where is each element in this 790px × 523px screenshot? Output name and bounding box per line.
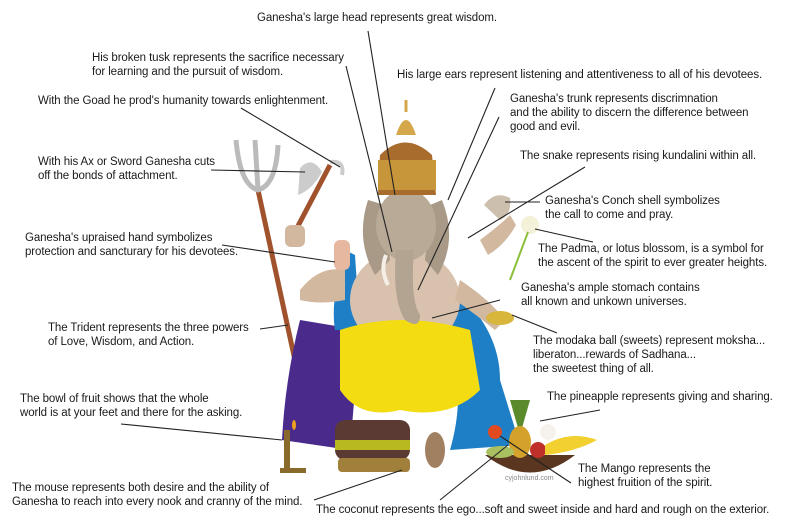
- label-line: The pineapple represents giving and shar…: [547, 391, 773, 403]
- line-mouse: [313, 469, 403, 501]
- line-tusk: [345, 65, 393, 253]
- line-hand: [221, 244, 336, 263]
- label-tusk: His broken tusk represents the sacrifice…: [92, 51, 344, 79]
- label-line: the sweetest thing of all.: [533, 363, 654, 375]
- conch-shell: [484, 195, 511, 220]
- label-snake: The snake represents rising kundalini wi…: [520, 149, 756, 163]
- label-line: The modaka ball (sweets) represent moksh…: [533, 335, 766, 347]
- label-line: The snake represents rising kundalini wi…: [520, 150, 757, 162]
- line-head: [367, 30, 396, 196]
- modaka-bowl: [486, 311, 514, 325]
- label-line: With his Ax or Sword Ganesha cuts: [38, 156, 215, 168]
- label-modaka: The modaka ball (sweets) represent moksh…: [533, 334, 765, 376]
- label-line: off the bonds of attachment.: [38, 170, 178, 182]
- label-line: Ganesha's large head represents great wi…: [257, 12, 497, 24]
- label-line: The coconut represents the ego...soft an…: [316, 504, 770, 516]
- leader-lines: [120, 30, 601, 501]
- label-goad: With the Goad he prod's humanity towards…: [38, 94, 328, 108]
- label-line: Ganesha's Conch shell symbolizes: [545, 195, 720, 207]
- line-trident: [259, 324, 289, 330]
- label-line: liberaton...rewards of Sadhana...: [533, 349, 696, 361]
- oil-lamp: [280, 420, 306, 473]
- label-line: The Trident represents the three powers: [48, 322, 249, 334]
- label-coconut: The coconut represents the ego...soft an…: [316, 503, 769, 517]
- label-line: With the Goad he prod's humanity towards…: [38, 95, 329, 107]
- line-trunk: [417, 116, 500, 291]
- label-padma: The Padma, or lotus blossom, is a symbol…: [538, 242, 767, 270]
- watermark: cyjohnlund.com: [505, 475, 554, 482]
- label-head: Ganesha's large head represents great wi…: [257, 11, 497, 25]
- blue-sari: [333, 250, 520, 450]
- label-line: Ganesha to reach into every nook and cra…: [12, 496, 303, 508]
- label-mango: The Mango represents the highest fruition…: [578, 462, 712, 490]
- label-line: The bowl of fruit shows that the whole: [20, 393, 209, 405]
- label-line: the ascent of the spirit to ever greater…: [538, 257, 768, 269]
- line-bowl: [120, 423, 283, 441]
- label-line: of Love, Wisdom, and Action.: [48, 336, 195, 348]
- label-line: protection and sancturary for his devote…: [25, 246, 239, 258]
- label-line: good and evil.: [510, 121, 581, 133]
- seat: [335, 420, 410, 472]
- label-stomach: Ganesha's ample stomach contains all know…: [521, 281, 700, 309]
- lotus-blossom: [521, 216, 539, 234]
- label-line: The mouse represents both desire and the…: [12, 482, 269, 494]
- line-stomach: [431, 299, 501, 319]
- label-line: Ganesha's trunk represents discrimnation: [510, 93, 718, 105]
- label-pineapple: The pineapple represents giving and shar…: [547, 390, 773, 404]
- line-mango: [499, 435, 572, 484]
- label-line: highest fruition of the spirit.: [578, 477, 713, 489]
- label-line: Ganesha's ample stomach contains: [521, 282, 700, 294]
- label-line: and the ability to discern the differenc…: [510, 107, 749, 119]
- label-line: His large ears represent listening and a…: [397, 69, 763, 81]
- label-line: His broken tusk represents the sacrifice…: [92, 52, 344, 64]
- label-trident: The Trident represents the three powers o…: [48, 321, 249, 349]
- label-mouse: The mouse represents both desire and the…: [12, 481, 302, 509]
- label-line: for learning and the pursuit of wisdom.: [92, 66, 284, 78]
- line-modaka: [511, 314, 558, 334]
- fruit-bowl: [485, 400, 597, 473]
- trident-illustration: [233, 139, 299, 366]
- label-trunk: Ganesha's trunk represents discrimnation…: [510, 92, 749, 134]
- line-pineapple: [539, 409, 601, 422]
- ganesha-figure: [285, 100, 516, 413]
- label-line: all known and unkown universes.: [521, 296, 687, 308]
- line-coconut: [439, 444, 509, 501]
- line-goad: [240, 107, 341, 168]
- label-line: the call to come and pray.: [545, 209, 674, 221]
- mouse: [425, 432, 445, 468]
- label-line: The Padma, or lotus blossom, is a symbol…: [538, 243, 764, 255]
- label-bowl: The bowl of fruit shows that the whole wo…: [20, 392, 242, 420]
- label-ears: His large ears represent listening and a…: [397, 68, 762, 82]
- label-conch: Ganesha's Conch shell symbolizes the call…: [545, 194, 720, 222]
- label-line: world is at your feet and there for the …: [20, 407, 243, 419]
- line-ears: [447, 87, 496, 201]
- yellow-dhoti: [340, 320, 480, 413]
- label-upraised-hand: Ganesha's upraised hand symbolizes protec…: [25, 231, 238, 259]
- label-line: The Mango represents the: [578, 463, 711, 475]
- line-padma: [534, 228, 594, 243]
- label-line: Ganesha's upraised hand symbolizes: [25, 232, 213, 244]
- label-ax: With his Ax or Sword Ganesha cuts off the…: [38, 155, 215, 183]
- line-ax: [210, 169, 306, 173]
